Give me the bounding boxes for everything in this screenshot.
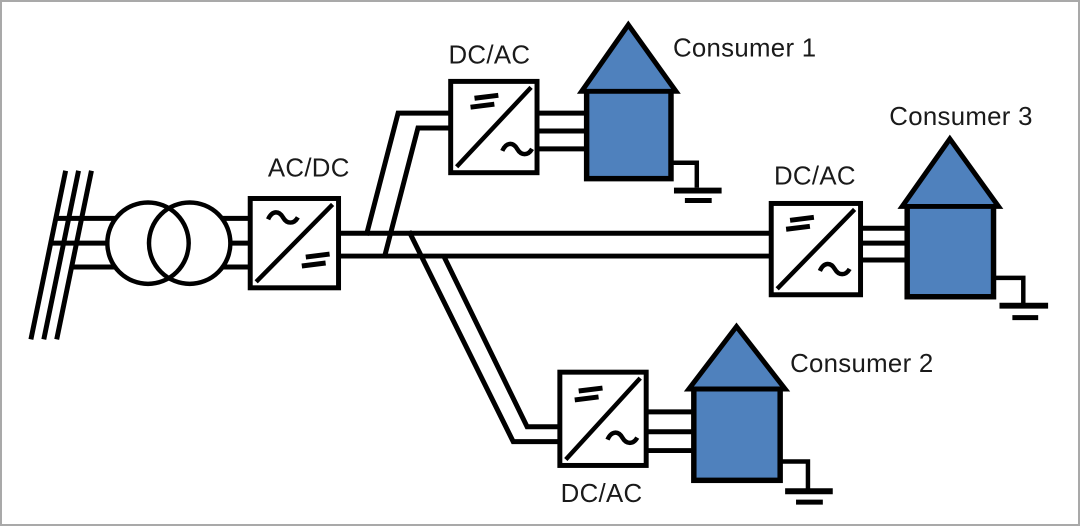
label-consumer-1: Consumer 1: [673, 35, 816, 63]
ground-symbol-2: [780, 459, 833, 505]
sine-wave-icon: [605, 430, 640, 446]
label-dcac-2: DC/AC: [561, 480, 643, 508]
branch-to-consumer1-wires: [363, 110, 455, 259]
double-bar-icon: [574, 385, 603, 403]
grid-to-transformer-wires: [49, 215, 116, 270]
double-bar-icon: [470, 92, 499, 110]
double-bar-icon: [301, 251, 330, 269]
converter-acdc: [247, 196, 342, 291]
label-consumer-2: Consumer 2: [790, 350, 933, 378]
house-consumer-1: [576, 20, 681, 182]
dcac2-to-house2-wires: [646, 409, 698, 454]
house-consumer-2: [683, 322, 791, 484]
sine-wave-icon: [817, 261, 852, 277]
transformer-icon: [105, 200, 233, 287]
double-bar-icon: [785, 214, 815, 232]
converter-dcac-2: [557, 369, 649, 468]
converter-dcac-1: [448, 78, 540, 176]
converter-dcac-3: [768, 200, 864, 298]
label-consumer-3: Consumer 3: [889, 103, 1033, 131]
dc-bus-lines: [336, 230, 774, 259]
label-acdc: AC/DC: [268, 155, 350, 183]
label-dcac-3: DC/AC: [774, 163, 856, 191]
sine-wave-icon: [266, 210, 300, 225]
dcac1-to-house1-wires: [537, 110, 591, 152]
label-dcac-1: DC/AC: [449, 42, 531, 70]
three-phase-grid-icon: [28, 170, 94, 340]
branch-to-consumer2-wires: [406, 230, 564, 445]
house-consumer-3: [897, 134, 1004, 300]
sine-wave-icon: [500, 141, 534, 157]
ground-symbol-1: [670, 160, 722, 203]
ground-symbol-3: [993, 275, 1049, 321]
dcac3-to-house3-wires: [860, 225, 912, 263]
